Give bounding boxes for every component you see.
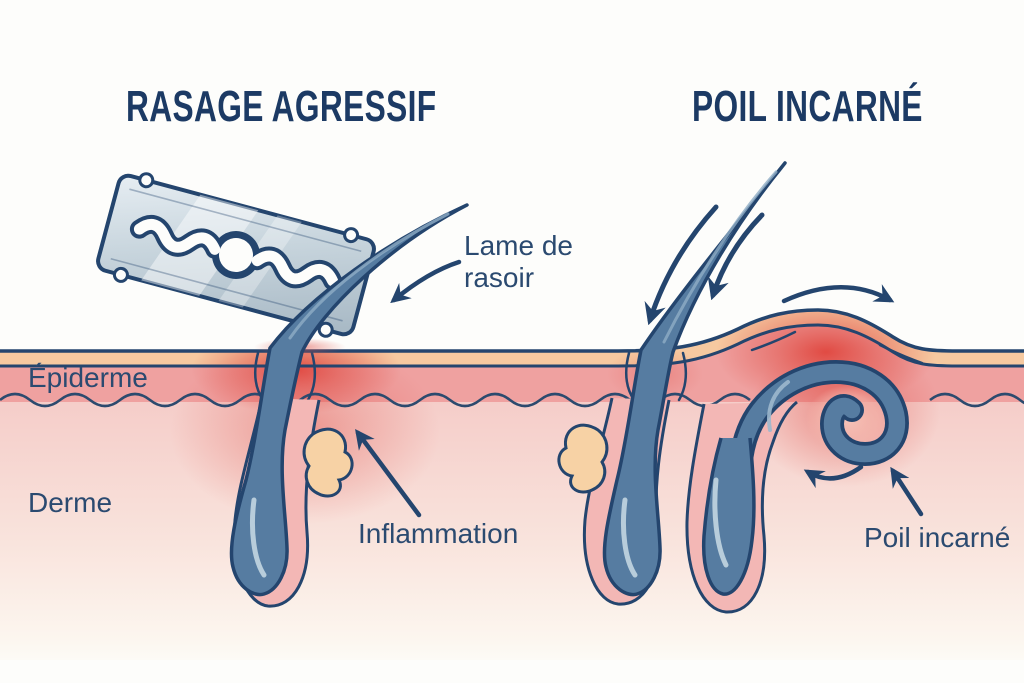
sebaceous-gland (557, 423, 609, 494)
right-left-hair-follicle (557, 161, 787, 606)
razor-blade (96, 172, 376, 338)
bump-fold-left (750, 330, 797, 352)
hair-regrowth-arrow-right (707, 212, 765, 301)
annotation-arrows (355, 204, 924, 518)
hair-regrowth-arrow-left (644, 204, 719, 326)
dermis-label: Derme (28, 487, 113, 518)
follicle-hair-bulb (701, 437, 756, 596)
razor-blade-label: Lame de rasoir (464, 230, 573, 294)
skin-layers (0, 308, 1024, 660)
hair-shine (288, 212, 450, 340)
corneum-bottom-line (0, 323, 1024, 368)
razor-blade-label-arrow (390, 259, 462, 304)
skin-surface-line (0, 308, 1024, 353)
hair-shine (662, 170, 778, 344)
bump-fold-right (878, 343, 924, 365)
skin-bump-arc-arrow (781, 284, 895, 304)
left-hair-follicle (229, 203, 469, 608)
inflammation-label: Inflammation (358, 518, 519, 549)
blade-corner-notches (112, 172, 360, 338)
epidermis-dermis-boundary-left (0, 392, 751, 408)
inflammation-label-arrow (355, 429, 422, 518)
ingrown-hair-spiral (727, 359, 909, 534)
sebaceous-gland (302, 427, 354, 498)
ingrown-hair-follicle (685, 359, 909, 614)
blade-center-cutout (129, 214, 343, 291)
ingrown-hair-label: Poil incarné (864, 522, 1011, 553)
epidermis-label: Épiderme (28, 362, 148, 393)
ingrown-hair-label-arrow (890, 466, 924, 517)
hair-highlight (620, 497, 638, 578)
hair-highlight (712, 477, 729, 568)
hair-highlight (249, 497, 267, 578)
right-panel-title: POIL INCARNÉ (692, 82, 923, 131)
regrowing-hair (602, 161, 787, 597)
left-panel-title: RASAGE AGRESSIF (126, 82, 437, 131)
curl-direction-arrow (803, 464, 864, 489)
epidermis-dermis-boundary-right (929, 392, 1024, 408)
